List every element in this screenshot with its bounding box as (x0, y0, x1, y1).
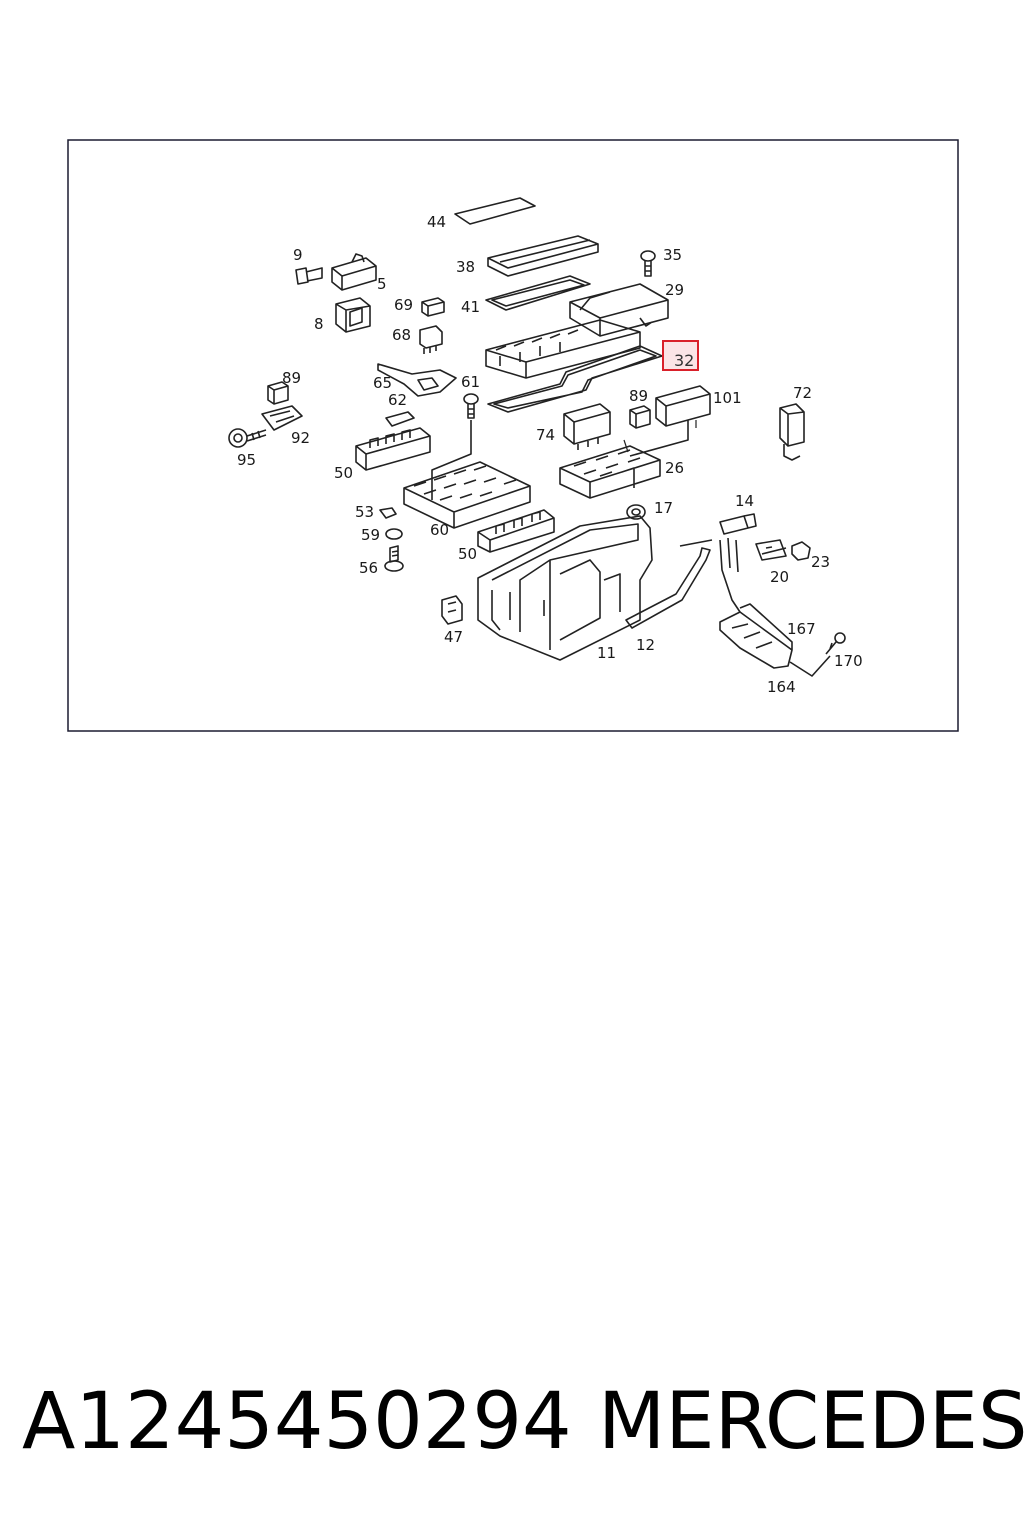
callouts: 44 9 5 38 35 29 69 41 8 68 32 89 65 61 6… (237, 213, 863, 696)
callout-89-right: 89 (629, 387, 648, 405)
callout-167: 167 (787, 620, 816, 638)
part-12-bracket (625, 539, 713, 629)
part-95-bolt (228, 428, 267, 448)
callout-61: 61 (461, 373, 480, 391)
callout-11: 11 (597, 644, 616, 662)
callout-38: 38 (456, 258, 475, 276)
callout-12: 12 (636, 636, 655, 654)
part-23-nut (791, 541, 811, 561)
part-74-relay (563, 403, 611, 450)
part-56-bolt (384, 545, 404, 572)
part-72-connector (779, 403, 805, 461)
callout-95: 95 (237, 451, 256, 469)
callout-29: 29 (665, 281, 684, 299)
part-20-bracket (755, 539, 787, 561)
part-44-label-strip (454, 197, 536, 225)
callout-41: 41 (461, 298, 480, 316)
callout-17: 17 (654, 499, 673, 517)
part-89-relay-right (629, 405, 651, 429)
callout-74: 74 (536, 426, 555, 444)
callout-14: 14 (735, 492, 754, 510)
callout-56: 56 (359, 559, 378, 577)
part-170-screw (789, 632, 846, 677)
part-68-connector (419, 325, 443, 354)
diagram-frame (67, 139, 959, 732)
part-41-gasket (485, 275, 591, 311)
callout-50-right: 50 (458, 545, 477, 563)
callout-72: 72 (793, 384, 812, 402)
part-9-bolt (295, 267, 323, 285)
callout-101: 101 (713, 389, 742, 407)
callout-47: 47 (444, 628, 463, 646)
exploded-parts-diagram: 44 9 5 38 35 29 69 41 8 68 32 89 65 61 6… (67, 139, 959, 732)
part-50-fuse-holder-left (355, 427, 431, 471)
callout-9: 9 (293, 246, 303, 264)
callout-164: 164 (767, 678, 796, 696)
part-50-fuse-holder-right (477, 509, 555, 553)
callout-50-left: 50 (334, 464, 353, 482)
callout-170: 170 (834, 652, 863, 670)
callout-35: 35 (663, 246, 682, 264)
callout-89-left: 89 (282, 369, 301, 387)
callout-62: 62 (388, 391, 407, 409)
part-14-bolt (719, 513, 757, 535)
part-11-housing (477, 515, 653, 661)
part-38-cover (487, 235, 599, 277)
callout-69: 69 (394, 296, 413, 314)
callout-20: 20 (770, 568, 789, 586)
part-101-module (629, 385, 711, 457)
callout-26: 26 (665, 459, 684, 477)
highlight-box-32 (662, 340, 699, 371)
part-5-bracket (331, 253, 377, 291)
callout-53: 53 (355, 503, 374, 521)
part-164-strip (719, 603, 793, 669)
part-fuse-carrier (485, 319, 641, 379)
callout-5: 5 (377, 275, 387, 293)
part-61-screw (431, 393, 479, 500)
part-number: A1245450294 (22, 1377, 572, 1467)
part-17-grommet (626, 504, 646, 520)
part-167-harness (719, 537, 741, 613)
callout-60: 60 (430, 521, 449, 539)
callout-8: 8 (314, 315, 324, 333)
part-47-clip (441, 595, 463, 625)
part-8-holder (335, 297, 371, 333)
part-69-relay (421, 297, 445, 317)
part-29-relay-block (569, 283, 669, 337)
part-89-relay-left (267, 381, 289, 405)
part-fuse-strip (385, 411, 415, 427)
part-65-plate (377, 363, 457, 397)
callout-92: 92 (291, 429, 310, 447)
callout-32: 32 (674, 351, 694, 370)
brand-name: MERCEDES (598, 1377, 1024, 1467)
callout-68: 68 (392, 326, 411, 344)
callout-23: 23 (811, 553, 830, 571)
part-60-fuse-box (403, 461, 531, 529)
part-35-screw (640, 250, 656, 277)
part-26-relay-carrier (559, 445, 661, 499)
callout-59: 59 (361, 526, 380, 544)
part-53-clip (379, 507, 397, 519)
part-59-washer (385, 528, 403, 540)
part-drawings (228, 197, 846, 677)
part-92-bracket (261, 405, 303, 431)
callout-44: 44 (427, 213, 446, 231)
callout-65: 65 (373, 374, 392, 392)
